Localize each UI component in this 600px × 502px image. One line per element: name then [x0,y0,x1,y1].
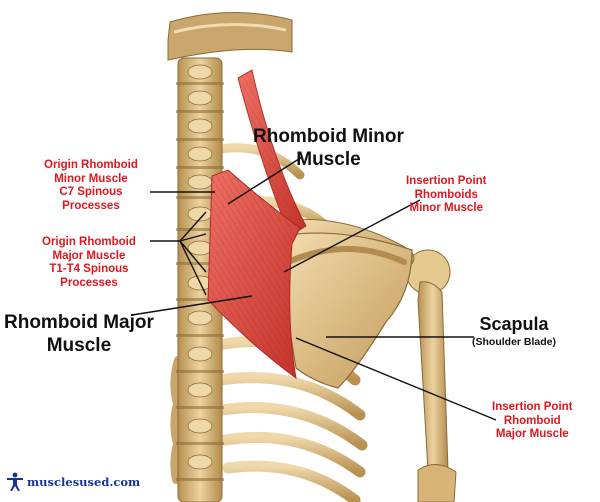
skull-base [167,12,293,61]
label-origin-rhomboid-major: Origin Rhomboid Major Muscle T1-T4 Spino… [42,236,136,290]
human-figure-icon [7,472,23,491]
label-insertion-major-line1: Insertion Point [492,401,573,413]
label-scapula: Scapula (Shoulder Blade) [472,314,556,348]
label-rhomboid-major-muscle: Rhomboid Major Muscle [4,312,154,358]
label-insertion-minor-line3: Minor Muscle [409,202,483,215]
label-insertion-rhomboid-major: Insertion Point Rhomboid Major Muscle [492,401,573,442]
leader-lines [131,156,497,421]
label-origin-rhomboid-minor: Origin Rhomboid Minor Muscle C7 Spinous … [44,159,138,213]
label-insertion-minor-line1: Insertion Point [406,175,487,187]
label-insertion-rhomboids-minor: Insertion Point Rhomboids Minor Muscle [406,175,487,216]
site-logo-text: musclesused.com [27,475,141,489]
label-rhomboid-major-line2: Muscle [46,334,112,356]
label-rhomboid-minor-muscle: Rhomboid Minor Muscle [253,126,404,172]
label-rhomboid-major-line1: Rhomboid Major [4,312,154,333]
label-insertion-minor-line2: Rhomboids [414,188,478,201]
label-origin-minor-line2: Minor Muscle [54,172,128,185]
label-insertion-major-line3: Major Muscle [495,428,569,441]
label-origin-minor-line4: Processes [62,199,120,212]
site-logo[interactable]: musclesused.com [6,472,140,492]
label-rhomboid-minor-line1: Rhomboid Minor [253,126,404,147]
label-scapula-subtitle: (Shoulder Blade) [472,335,557,348]
label-rhomboid-minor-line2: Muscle [296,148,361,170]
label-origin-major-line3: T1-T4 Spinous [49,263,129,276]
label-scapula-title: Scapula [479,314,549,334]
label-insertion-major-line2: Rhomboid [503,414,561,427]
label-origin-major-line4: Processes [60,276,118,289]
vertebral-column [176,57,224,502]
ribs-left [170,356,182,484]
scapular-spine [285,246,407,265]
humerus [405,249,457,502]
label-origin-major-line1: Origin Rhomboid [42,236,136,248]
label-origin-major-line2: Major Muscle [52,249,126,262]
label-origin-minor-line1: Origin Rhomboid [44,159,138,171]
label-origin-minor-line3: C7 Spinous [59,186,123,199]
